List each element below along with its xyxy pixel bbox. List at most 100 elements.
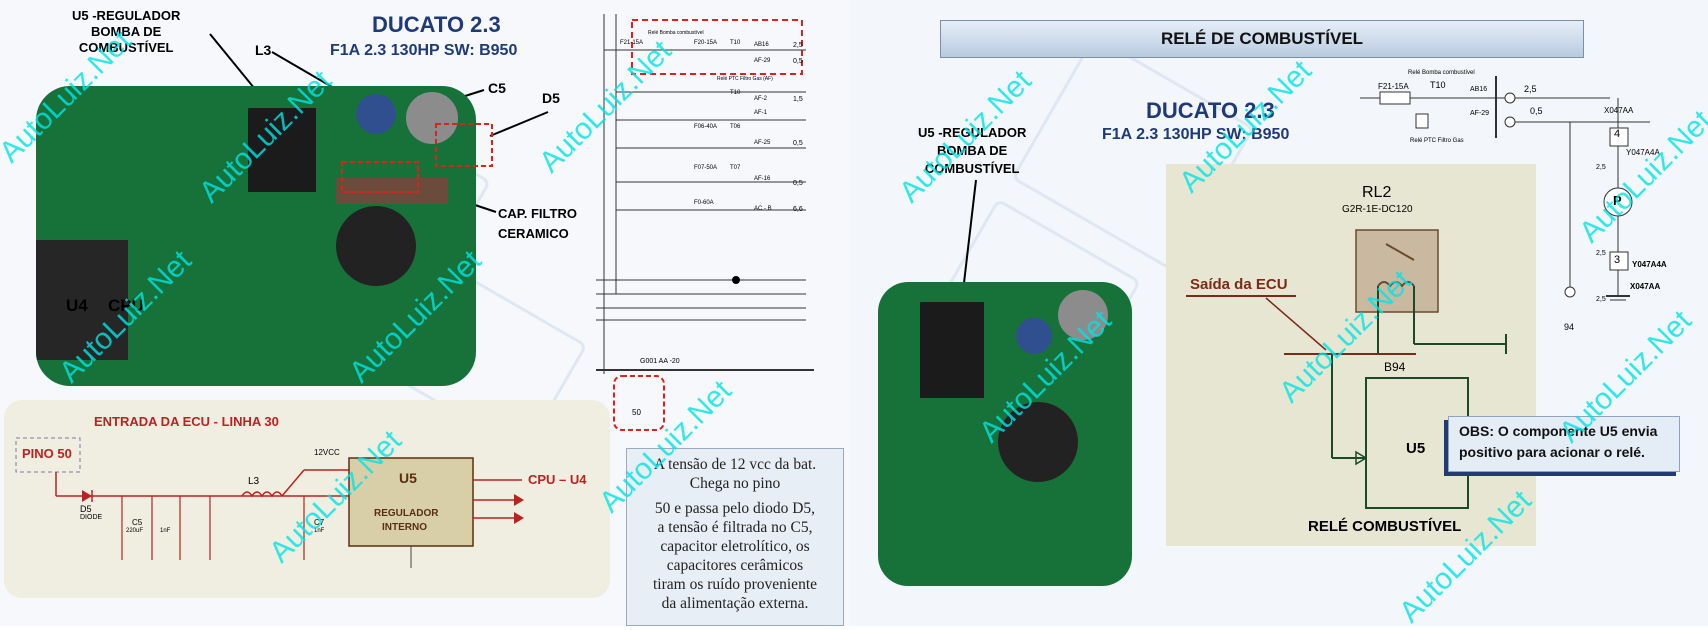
cap-filtro-callout: CAP. FILTRO CERAMICO [498,206,577,241]
relay-caption-2: Relé PTC Filtro Gas [1410,138,1464,144]
inductor-l3 [336,206,416,286]
u4-label: U4 [66,296,88,315]
c7-value-label: 1nF [314,528,325,534]
c5-value-label: 220uF [126,528,144,534]
pin-label: AF-2 [754,96,768,102]
relay-switch [1385,243,1415,261]
fuse-label: F06-40A [694,124,718,130]
relay-rl2-label: RL2 [1362,184,1392,201]
b94-label: B94 [1384,360,1406,374]
fuse-label: F20-15A [694,40,718,46]
ground-label: G001 AA -20 [640,358,680,365]
relay-label: T06 [730,124,741,130]
relay-t10-label: T10 [1430,80,1446,90]
pino-50-label: PINO 50 [22,446,72,461]
wire [281,469,305,497]
ecu-board-photo: U4 CPU [36,86,476,386]
pin-circle [1504,92,1516,104]
relay-caption: Relé Bomba combustível [648,30,704,36]
gauge-label: 0,5 [1530,106,1543,116]
cap-value-label: 1nF [160,528,171,534]
pin-label: AF-25 [754,140,771,146]
gauge-label: 2,5 [1524,84,1537,94]
capacitor-c5 [406,92,458,144]
relay-label: T07 [730,165,741,171]
c5-callout: C5 [488,80,506,96]
capacitor-blue [1016,318,1052,354]
pin-af29-label: AF-29 [1470,110,1490,117]
right-u5-callout: U5 -REGULADOR BOMBA DE COMBUSTÍVEL [918,125,1027,176]
l3-schematic-label: L3 [248,476,260,487]
connector-label: X047AA [1630,282,1661,291]
inductor-symbol [241,491,283,498]
u5-relay-label: U5 [1406,440,1426,457]
pin-label: AB16 [754,42,769,48]
d5-callout: D5 [542,90,560,106]
relay-highlight [631,19,803,75]
rele-combustivel-label: RELÉ COMBUSTÍVEL [1308,518,1462,535]
gauge-label: 0,5 [793,140,803,147]
gauge-label: 2,5 [1596,296,1606,303]
fuse-symbol [1379,91,1411,105]
relay-rl2-box [1355,229,1439,313]
diode-symbol [82,490,92,502]
pump-wiring-diagram [1360,76,1650,301]
d5-label: D5 [80,504,92,514]
u5-box [348,457,474,547]
gauge-label: 2,5 [793,42,803,49]
fuse-label: F0-60A [694,200,714,206]
voltage-label: 12VCC [314,448,340,457]
fuse-label: F21-15A [620,40,644,46]
relay-symbol [1415,113,1429,129]
page-subtitle: F1A 2.3 130HP SW: B950 [330,42,518,59]
connector-label: Y047A4A [1626,148,1660,157]
connector-label: Y047A4A [1632,260,1667,269]
relay-caption: Relé Bomba combustível [1408,70,1475,76]
connector-box [1609,251,1629,271]
arrow-head [514,494,524,506]
gauge-label: 0,5 [793,180,803,187]
regulador-label: REGULADOR [374,508,439,519]
u5-regulator-chip [248,108,316,192]
pin-label: AF-16 [754,176,771,182]
page-title: DUCATO 2.3 [372,12,501,37]
fuse-label: F21-15A [1378,82,1409,91]
pin-50-box [613,375,665,431]
relay-label: T10 [730,90,741,96]
diode-label: DIODE [80,514,103,521]
connector-label: X047AA [1604,106,1634,115]
pin-label: AF-1 [754,110,768,116]
inductor [998,402,1078,482]
relay-schematic: RL2 G2R-1E-DC120 Saída da ECU B94 U5 REL… [1166,164,1536,546]
relay-label: T10 [730,40,741,46]
u5-chip [920,302,984,398]
arrow-line [1265,297,1327,351]
connector-number: 3 [1614,254,1621,266]
cpu-u4-label: CPU – U4 [528,472,587,487]
pin-circle [1504,116,1516,128]
arrow-line [489,111,549,137]
fuse-wiring-diagram [596,14,814,374]
capacitor-blue [356,94,396,134]
right-title: DUCATO 2.3 [1146,98,1275,123]
pin-highlight [15,437,81,473]
junction [732,276,740,284]
gauge-label: 0,5 [793,58,803,65]
pin-label: AC - B [754,206,772,212]
pin-label: AF-29 [754,58,771,64]
ceramic-highlight [341,161,419,193]
relay-coil [1377,281,1415,288]
connector-number: 4 [1614,128,1621,140]
schematic-drawing [15,437,524,568]
pin-50-highlight [613,375,665,431]
c5-schematic-label: C5 [132,518,143,527]
right-ecu-board-photo [878,282,1132,586]
saida-ecu-label: Saída da ECU [1190,276,1288,293]
fuse-label: F07-50A [694,165,718,171]
u4-cpu-chip [36,240,128,360]
schematic-title: ENTRADA DA ECU - LINHA 30 [94,414,279,429]
c7-schematic-label: C7 [314,518,325,527]
gauge-label: 1,5 [793,96,803,103]
arrow-line [961,179,977,301]
